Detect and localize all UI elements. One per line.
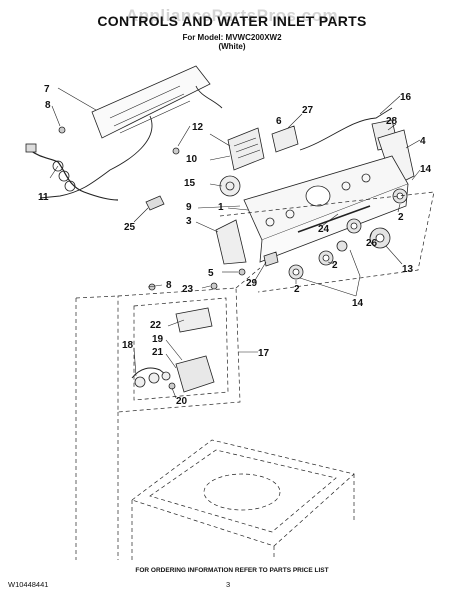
cabinet-top [131,439,355,547]
switch-27 [271,125,299,153]
callout-9: 9 [186,202,192,213]
callout-25: 25 [124,222,136,233]
callout-11: 11 [38,192,49,203]
console-back-panel [91,65,211,139]
clip-25 [145,195,165,211]
callout-12: 12 [192,122,204,133]
callout-10: 10 [186,154,198,165]
callout-3: 3 [186,216,192,227]
inlet-hose-18 [131,367,171,379]
callout-15: 15 [184,178,196,189]
callout-27: 27 [302,105,314,116]
callout-18: 18 [122,340,134,351]
control-board [227,127,265,171]
callout-2-lower: 2 [294,284,300,295]
callout-2-mid: 2 [332,260,338,271]
callout-21: 21 [152,347,164,358]
callout-24: 24 [318,224,330,235]
screw-12 [172,147,180,155]
callout-17: 17 [258,348,270,359]
callout-14-lower: 14 [352,298,364,309]
callout-26: 26 [366,238,378,249]
callout-8: 8 [45,100,51,111]
wire-16 [299,107,393,151]
watermark: AppliancePartsPros.com [125,6,339,25]
screen-20 [168,382,176,390]
callout-23: 23 [182,284,194,295]
callout-28: 28 [386,116,398,127]
callout-20: 20 [176,396,188,407]
dashed-group-14-top [219,191,435,293]
color-line: (White) [218,42,246,51]
callout-19: 19 [152,334,164,345]
timer-knob-body [219,175,241,197]
callout-22: 22 [150,320,162,331]
page-number: 3 [226,580,231,589]
screw-23 [210,282,218,290]
callout-4: 4 [420,136,426,147]
water-valve [175,355,215,393]
ordering-note: FOR ORDERING INFORMATION REFER TO PARTS … [135,567,329,574]
callout-13: 13 [402,264,414,275]
dashed-group-17 [117,287,241,413]
callout-6: 6 [276,116,282,127]
screw-8 [58,126,66,134]
callout-14-upper: 14 [420,164,432,175]
bracket-22 [175,307,213,333]
callout-1: 1 [218,202,224,213]
model-line: For Model: MVWC200XW2 [182,33,282,42]
screw-5 [238,268,246,276]
document-number: W10448441 [8,580,49,589]
callout-8-lower: 8 [166,280,172,291]
callout-7: 7 [44,84,50,95]
knobs [288,188,408,280]
page-title: CONTROLS AND WATER INLET PARTS [97,13,367,29]
callout-29: 29 [246,278,258,289]
end-cap-3 [215,219,247,265]
callout-16: 16 [400,92,412,103]
wire-harness [39,85,223,199]
callout-2-right: 2 [398,212,404,223]
callout-5: 5 [208,268,214,279]
